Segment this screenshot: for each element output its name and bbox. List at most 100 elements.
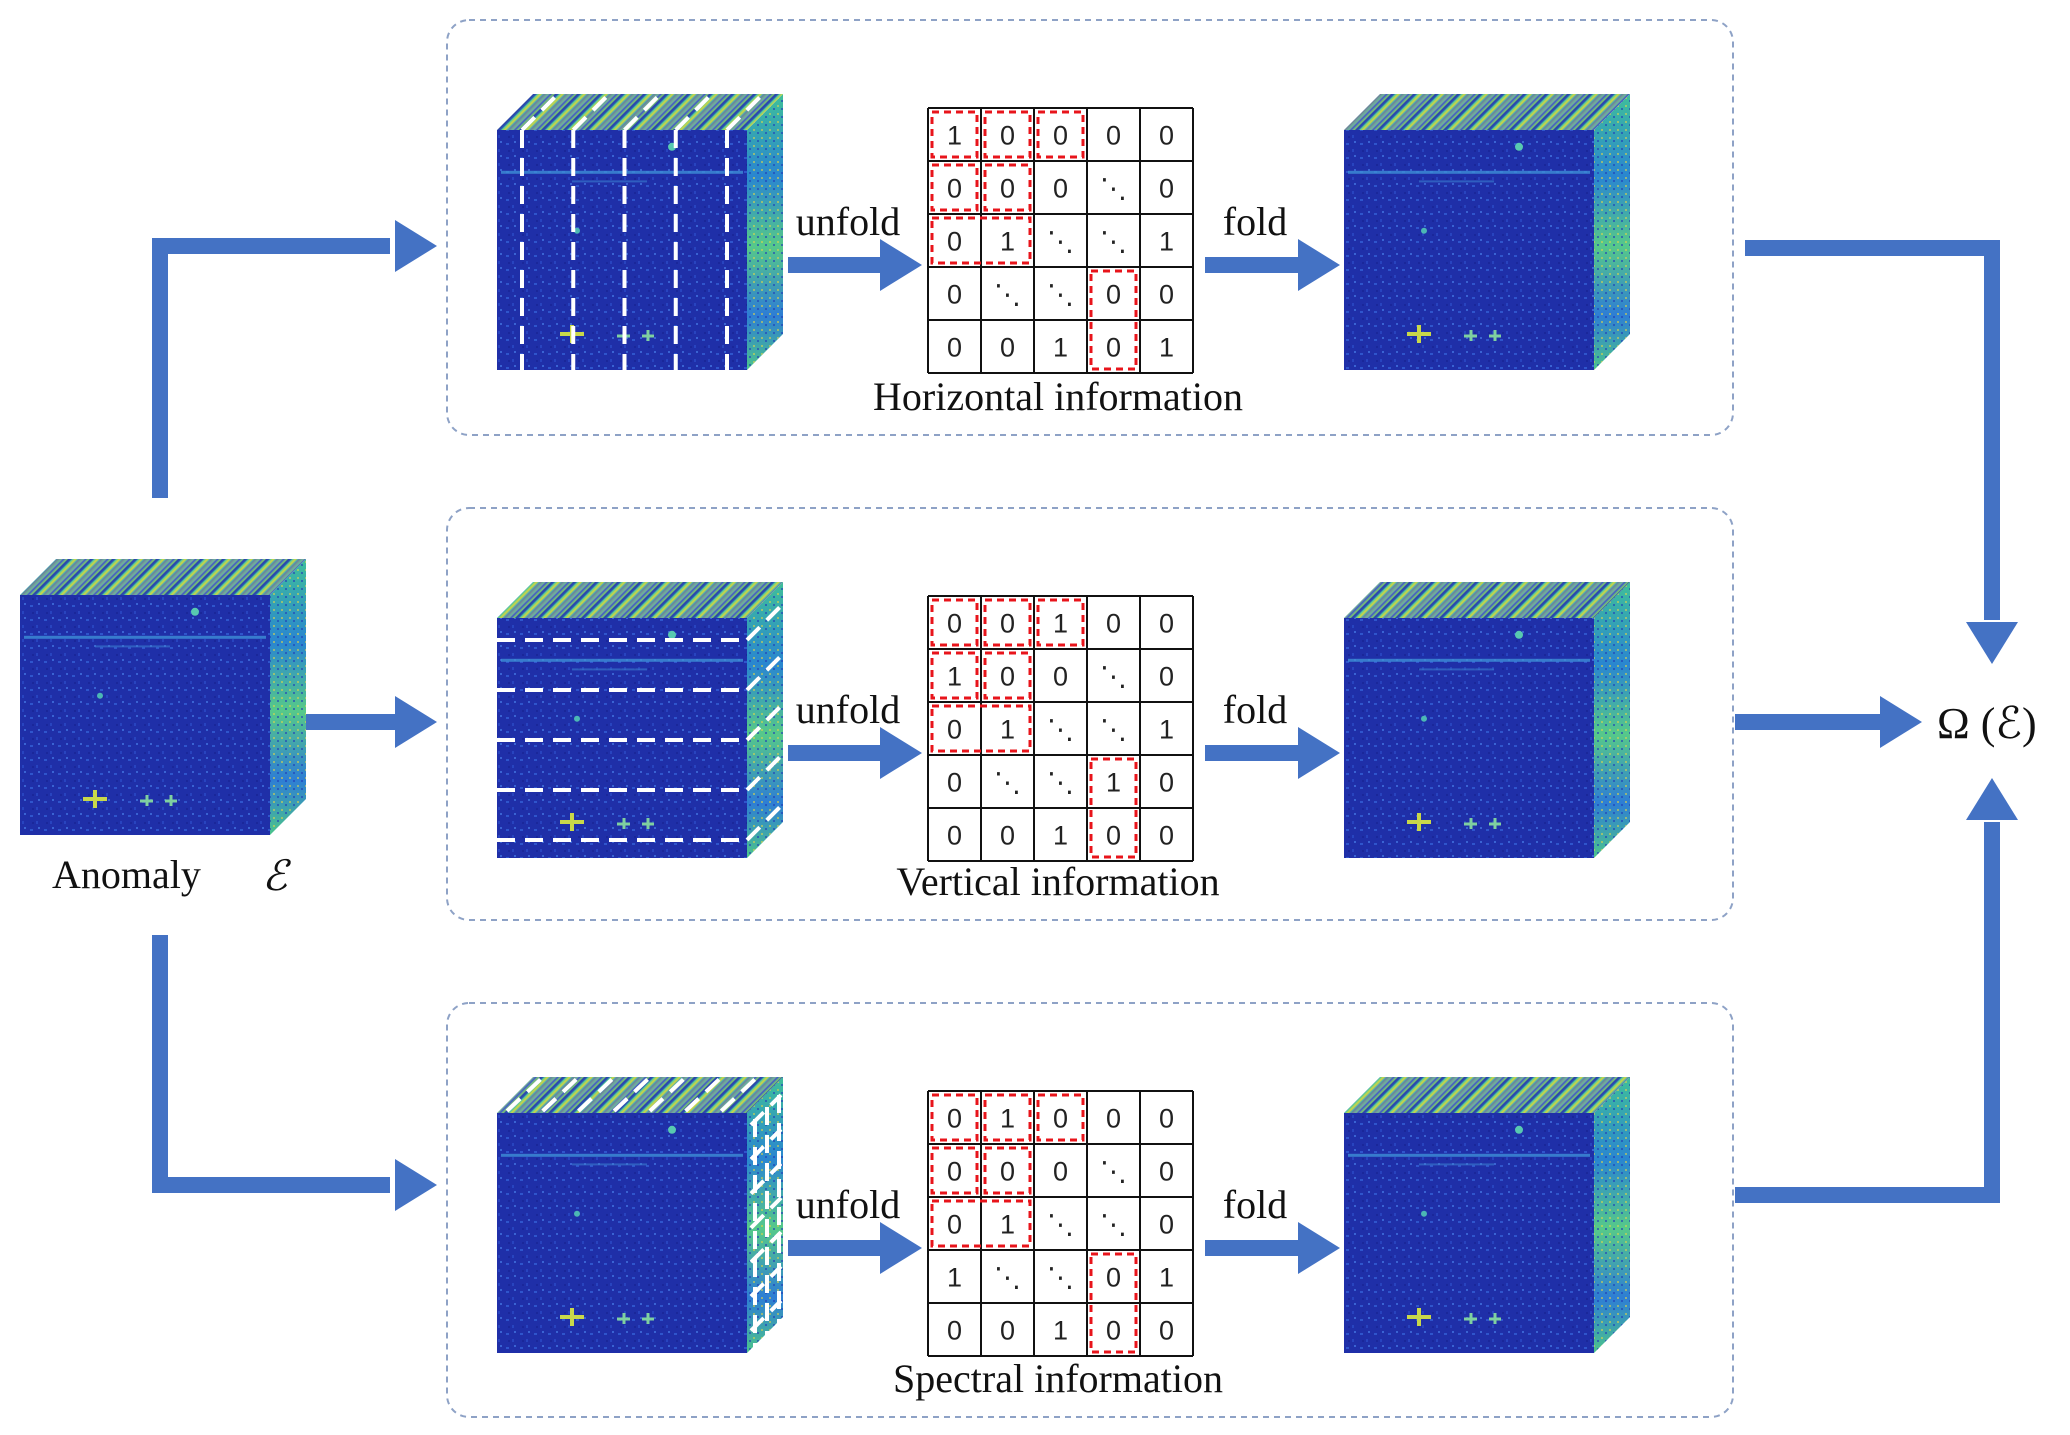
horizontal-highlight-box xyxy=(930,110,979,159)
vertical-output-cube xyxy=(1344,582,1630,858)
vertical-highlight-box xyxy=(983,651,1032,700)
spectral-unfold-label: unfold xyxy=(796,1182,900,1227)
spectral-matrix-cell: 0 xyxy=(1159,1104,1174,1134)
vertical-matrix-cell: 0 xyxy=(1159,662,1174,692)
spectral-matrix-cell: 0 xyxy=(947,1316,962,1346)
spectral-to-output-head xyxy=(1966,778,2018,820)
input-to-spectral-arrow xyxy=(152,935,390,1193)
vertical-to-output-arrow-head xyxy=(1880,696,1922,748)
spectral-to-output-arrow xyxy=(1735,822,2000,1203)
horizontal-matrix-cell: 0 xyxy=(1053,121,1068,151)
horizontal-matrix-cell: 1 xyxy=(1159,333,1174,363)
vertical-matrix-cell: 0 xyxy=(947,609,962,639)
horizontal-matrix-cell: 0 xyxy=(947,227,962,257)
horizontal-matrix-cell: 0 xyxy=(947,333,962,363)
horizontal-matrix-cell: 1 xyxy=(1000,227,1015,257)
input-to-horizontal-head xyxy=(395,220,437,272)
spectral-highlight-box xyxy=(930,1199,1032,1248)
vertical-matrix-cell: 0 xyxy=(1053,662,1068,692)
horizontal-matrix-cell: ⋱ xyxy=(1100,227,1127,257)
spectral-highlight-box xyxy=(930,1093,979,1142)
vertical-matrix-cell: 0 xyxy=(1106,821,1121,851)
vertical-input-cube xyxy=(497,582,785,858)
spectral-title: Spectral information xyxy=(893,1356,1223,1401)
horizontal-matrix-cell: 0 xyxy=(1106,280,1121,310)
vertical-matrix-cell: 1 xyxy=(1159,715,1174,745)
vertical-matrix-cell: 1 xyxy=(1106,768,1121,798)
spectral-highlight-box xyxy=(983,1093,1032,1142)
input-to-horizontal-arrow xyxy=(152,238,390,498)
spectral-matrix-cell: 0 xyxy=(1159,1157,1174,1187)
vertical-highlight-box xyxy=(930,651,979,700)
horizontal-unfold-arrow-head xyxy=(880,239,922,291)
spectral-matrix-cell: 0 xyxy=(947,1157,962,1187)
horizontal-matrix-cell: 0 xyxy=(1000,121,1015,151)
vertical-matrix-cell: 0 xyxy=(947,821,962,851)
vertical-fold-arrow-head xyxy=(1298,727,1340,779)
horizontal-matrix-cell: 1 xyxy=(947,121,962,151)
vertical-matrix-cell: 0 xyxy=(1159,821,1174,851)
vertical-unfold-label: unfold xyxy=(796,687,900,732)
output-label: Ω (ℰ) xyxy=(1937,699,2037,748)
spectral-matrix-cell: 0 xyxy=(1106,1316,1121,1346)
horizontal-to-output-arrow xyxy=(1745,240,2000,620)
spectral-panel xyxy=(446,1002,1734,1418)
spectral-matrix-cell: 0 xyxy=(1106,1263,1121,1293)
vertical-matrix-cell: ⋱ xyxy=(1100,662,1127,692)
vertical-matrix-cell: 0 xyxy=(1000,662,1015,692)
vertical-matrix-cell: 1 xyxy=(1000,715,1015,745)
vertical-matrix-cell: 1 xyxy=(947,662,962,692)
horizontal-matrix-cell: 0 xyxy=(1106,333,1121,363)
vertical-highlight-box xyxy=(930,704,1032,753)
spectral-fold-label: fold xyxy=(1223,1182,1287,1227)
horizontal-matrix-cell: 0 xyxy=(947,174,962,204)
spectral-matrix-cell: 0 xyxy=(1053,1104,1068,1134)
horizontal-matrix-cell: 0 xyxy=(1159,121,1174,151)
input-to-vertical-arrow-head xyxy=(395,696,437,748)
spectral-matrix-cell: 1 xyxy=(1000,1210,1015,1240)
input-symbol: ℰ xyxy=(262,854,292,900)
horizontal-highlight-box xyxy=(1036,110,1085,159)
spectral-fold-arrow-head xyxy=(1298,1222,1340,1274)
spectral-highlight-box xyxy=(1036,1093,1085,1142)
spectral-matrix-cell: 0 xyxy=(1000,1316,1015,1346)
spectral-matrix-cell: 0 xyxy=(1053,1157,1068,1187)
spectral-matrix-cell: 1 xyxy=(1159,1263,1174,1293)
spectral-matrix-cell: 1 xyxy=(947,1263,962,1293)
horizontal-matrix-cell: ⋱ xyxy=(994,280,1021,310)
vertical-title: Vertical information xyxy=(896,859,1219,904)
horizontal-title: Horizontal information xyxy=(873,374,1243,419)
horizontal-highlight-box xyxy=(983,163,1032,212)
horizontal-matrix-cell: 1 xyxy=(1159,227,1174,257)
spectral-matrix-cell: 1 xyxy=(1000,1104,1015,1134)
vertical-matrix-cell: 0 xyxy=(1159,609,1174,639)
spectral-matrix-cell: ⋱ xyxy=(1100,1157,1127,1187)
vertical-matrix-cell: ⋱ xyxy=(1100,715,1127,745)
spectral-matrix-cell: 0 xyxy=(1106,1104,1121,1134)
spectral-matrix-cell: 1 xyxy=(1053,1316,1068,1346)
arrow-layer xyxy=(152,220,2018,1274)
vertical-panel xyxy=(446,507,1734,921)
vertical-matrix-cell: 0 xyxy=(947,715,962,745)
horizontal-unfold-label: unfold xyxy=(796,199,900,244)
vertical-matrix-cell: 1 xyxy=(1053,821,1068,851)
horizontal-input-cube xyxy=(497,92,783,370)
horizontal-highlight-box xyxy=(983,110,1032,159)
horizontal-highlight-box xyxy=(930,216,1032,265)
vertical-matrix-cell: ⋱ xyxy=(1047,715,1074,745)
vertical-matrix-cell: 0 xyxy=(1000,821,1015,851)
spectral-matrix-cell: ⋱ xyxy=(994,1263,1021,1293)
horizontal-matrix-cell: 0 xyxy=(1159,280,1174,310)
spectral-matrix-cell: 0 xyxy=(1159,1316,1174,1346)
horizontal-panel xyxy=(446,19,1734,436)
horizontal-matrix-cell: ⋱ xyxy=(1100,174,1127,204)
spectral-unfold-arrow-head xyxy=(880,1222,922,1274)
vertical-highlight-box xyxy=(930,598,979,647)
vertical-matrix-cell: 0 xyxy=(1159,768,1174,798)
spectral-output-cube xyxy=(1344,1077,1630,1353)
horizontal-highlight-box xyxy=(930,163,979,212)
spectral-matrix-cell: 0 xyxy=(947,1210,962,1240)
